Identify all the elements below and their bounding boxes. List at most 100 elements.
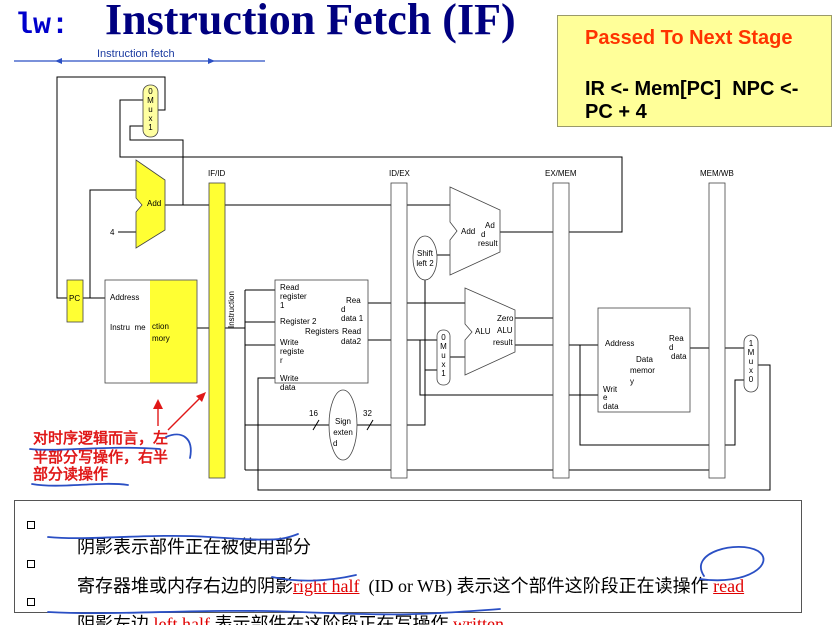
wire-pc-plus-4-to-mux <box>129 125 184 205</box>
read-register-2-label: Register 2 <box>280 317 317 326</box>
alu-src-mux-label: u <box>441 351 445 360</box>
sign-extend-unit: Sign exten d 16 32 <box>309 389 372 461</box>
mem-wb-register <box>708 182 726 479</box>
imem-address-label: Address <box>110 293 139 302</box>
alu-src-mux-label: 1 <box>441 369 446 378</box>
stage-span-left-arrow-icon <box>55 58 62 64</box>
page-title: Instruction Fetch (IF) <box>105 0 516 44</box>
sign-extend-body <box>328 389 358 461</box>
read-register-1-label: Read <box>280 283 299 292</box>
note-3-middle: 表示部件在这阶段正在写操作 <box>209 614 453 625</box>
sign-extend-label: Sign <box>335 417 351 426</box>
read-data-1-label: Rea <box>346 296 361 305</box>
alu-zero-label: Zero <box>497 314 514 323</box>
dmem-write-data-label: Writ <box>603 385 618 394</box>
pc-label: PC <box>69 294 80 303</box>
read-register-1-label: 1 <box>280 301 285 310</box>
imem-name-right-2: mory <box>152 334 170 343</box>
dmem-read-data-label: d <box>669 343 673 352</box>
alu-result-label: result <box>493 338 513 347</box>
ex-adder-result-label: result <box>478 239 498 248</box>
note-3-prefix: 阴影左边 <box>77 614 154 625</box>
bullet-square-icon <box>27 560 35 568</box>
read-register-1-label: register <box>280 292 307 301</box>
instruction-memory: Address Instru me ction mory <box>104 279 198 384</box>
registers-name-label: Registers <box>305 327 339 336</box>
read-data-2-label: data2 <box>341 337 362 346</box>
ex-adder: Add Ad d result <box>449 186 501 276</box>
alu-src-mux-label: 0 <box>441 333 446 342</box>
notes-box: 阴影表示部件正在被使用部分 寄存器堆或内存右边的阴影right half (ID… <box>14 500 802 625</box>
read-data-1-label: data 1 <box>341 314 364 323</box>
ex-adder-label: Add <box>461 227 475 236</box>
register-file-body <box>274 279 369 384</box>
read-data-1-label: d <box>341 305 345 314</box>
title-mnemonic: lw: <box>15 9 69 43</box>
write-register-label: r <box>280 356 283 365</box>
note-1: 阴影表示部件正在被使用部分 <box>27 514 311 557</box>
pc-mux-label: x <box>149 114 153 123</box>
note-2-prefix: 寄存器堆或内存右边的阴影 <box>77 576 293 596</box>
dmem-name-label: y <box>630 377 634 386</box>
write-back-mux-label: u <box>749 357 753 366</box>
write-data-label: Write <box>280 374 299 383</box>
dmem-write-data-label: e <box>603 393 608 402</box>
wire-instruction-bus <box>225 289 391 471</box>
note-3-highlight-1: left half <box>153 614 210 625</box>
pc-mux-body <box>142 84 159 138</box>
pipeline-registers: IF/ID ID/EX EX/MEM MEM/WB Instruction <box>208 169 734 479</box>
data-memory: Address Rea d data Data memor y Writ e d… <box>597 307 691 413</box>
ex-mem-register <box>552 182 570 479</box>
alu-result-label: ALU <box>497 326 513 335</box>
pc-register-body <box>66 279 84 323</box>
note-1-text: 阴影表示部件正在被使用部分 <box>77 537 311 557</box>
bullet-square-icon <box>27 521 35 529</box>
data-memory-body <box>597 307 691 413</box>
red-arrow-diagonal-head-icon <box>196 392 206 402</box>
note-2: 寄存器堆或内存右边的阴影right half (ID or WB) 表示这个部件… <box>27 553 744 596</box>
dmem-read-data-label: Rea <box>669 334 684 343</box>
if-id-register <box>208 182 226 479</box>
dmem-name-label: memor <box>630 366 655 375</box>
wire-shift-in <box>407 280 426 426</box>
wire-pc-to-adder <box>89 189 136 298</box>
wire-width-slash-16 <box>312 419 320 431</box>
imem-name-right-1: ction <box>152 322 169 331</box>
write-back-mux-label: 0 <box>749 375 754 384</box>
next-stage-line-1: IR <- Mem[PC] NPC <- <box>585 78 799 100</box>
annotation-line: 半部分写操作，右半 <box>33 448 168 466</box>
ex-adder-result-label: Ad <box>485 221 495 230</box>
pen-hook-annotation <box>165 433 192 459</box>
alu-src-mux-label: M <box>440 342 447 351</box>
dmem-write-data-label: data <box>603 402 619 411</box>
next-stage-heading: Passed To Next Stage <box>585 27 793 49</box>
register-file: Read register 1 Register 2 Registers Wri… <box>274 279 369 392</box>
alu-src-mux: 0 M u x 1 <box>436 329 451 386</box>
ex-adder-body <box>449 186 501 276</box>
sign-extend-label: d <box>333 439 337 448</box>
if-id-field-label: Instruction <box>227 291 236 328</box>
ex-mem-label: EX/MEM <box>545 169 577 178</box>
next-stage-line-2: PC + 4 <box>585 101 647 123</box>
instruction-memory-shaded-half <box>150 280 197 383</box>
pen-underline-annotation-2 <box>31 482 129 487</box>
write-back-mux-label: 1 <box>749 339 754 348</box>
const-four-label: 4 <box>110 228 115 237</box>
pc-mux-label: M <box>147 96 154 105</box>
dmem-read-data-label: data <box>671 352 687 361</box>
alu: ALU Zero ALU result <box>464 287 516 376</box>
if-adder-body <box>135 159 166 249</box>
pc-mux-label: 1 <box>148 123 153 132</box>
if-id-label: IF/ID <box>208 169 226 178</box>
mem-wb-label: MEM/WB <box>700 169 734 178</box>
annotation-line: 对时序逻辑而言，左 <box>33 429 168 447</box>
ex-adder-result-label: d <box>481 230 485 239</box>
alu-label: ALU <box>475 327 491 336</box>
if-adder-label: Add <box>147 199 161 208</box>
pc-mux-label: 0 <box>148 87 153 96</box>
write-back-mux-label: M <box>748 348 755 357</box>
alu-src-mux-body <box>436 329 451 386</box>
wire-pc-mux-out <box>56 76 166 299</box>
pc-mux-label: u <box>148 105 152 114</box>
